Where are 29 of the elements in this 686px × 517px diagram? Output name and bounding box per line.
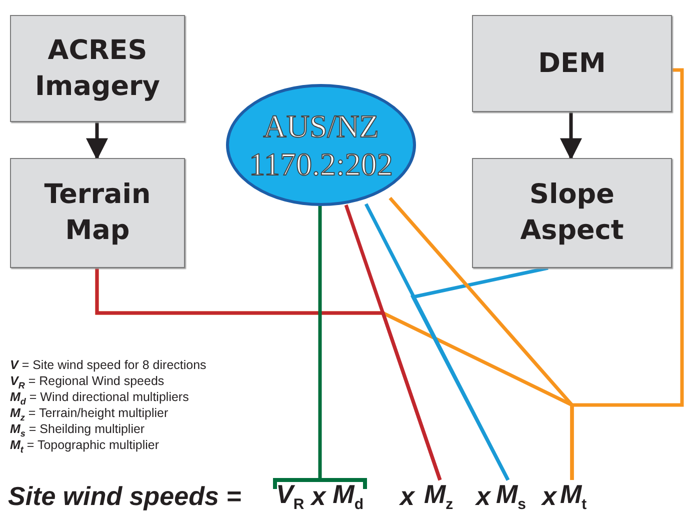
process-box — [10, 158, 185, 268]
arrow — [560, 112, 582, 160]
definition-text: V = Site wind speed for 8 directions — [10, 358, 206, 373]
definition-text: M$_{z}$ = Terrain/height multiplier — [10, 406, 168, 424]
formula-text: x — [542, 480, 556, 512]
node-label: ACRES Imagery — [34, 34, 161, 104]
node-label: Slope Aspect — [519, 178, 625, 248]
bracket-connector — [273, 206, 367, 491]
formula-term: M$_{z}$ — [424, 480, 472, 512]
connector-line — [364, 203, 510, 481]
process-box — [472, 158, 672, 268]
arrow — [86, 122, 108, 160]
formula-term: M$_{s}$ — [496, 480, 540, 512]
node-label: Terrain Map — [43, 178, 152, 248]
connector-line — [344, 204, 442, 481]
connector-line — [388, 196, 574, 480]
formula-term: V$_{R}$ x M$_{d}$ — [276, 480, 400, 512]
definition-text: M$_{s}$ = Sheilding multiplier — [10, 422, 145, 440]
node-label: AUS/NZ 1170.2:202 — [248, 107, 394, 183]
formula-term: M$_{t}$ — [560, 480, 600, 512]
definition-text: V$_{R}$ = Regional Wind speeds — [10, 374, 164, 392]
process-box — [10, 15, 185, 122]
formula-text: Site wind speeds = — [8, 480, 242, 512]
definition-text: M$_{d}$ = Wind directional multipliers — [10, 390, 189, 408]
definition-text: M$_{t}$ = Topographic multiplier — [10, 438, 160, 456]
formula-text: x — [400, 480, 414, 512]
formula-text: x — [476, 480, 490, 512]
node-label: DEM — [537, 46, 607, 80]
process-box — [472, 15, 672, 112]
